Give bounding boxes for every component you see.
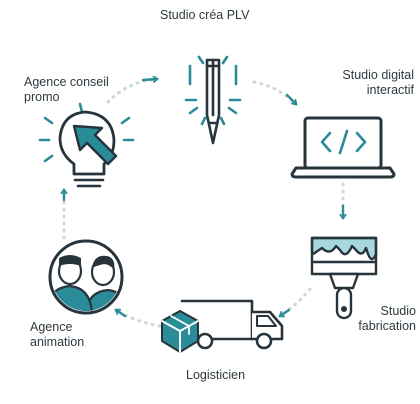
stage-label-creation: Studio créa PLV: [160, 8, 249, 23]
box-icon: [161, 310, 199, 353]
stage-label-digital-line1: Studio digital: [342, 68, 414, 82]
stage-label-conseil-line2: promo: [24, 90, 60, 104]
stage-label-animation-line1: Agence: [30, 320, 73, 334]
delivery-truck-icon: [161, 299, 284, 353]
stage-label-fabrication-line1: Studio: [380, 304, 416, 318]
stage-label-logistique: Logisticien: [186, 368, 245, 383]
arrow-creation-to-digital: [285, 93, 296, 104]
lightbulb-icon: [38, 102, 135, 188]
arrow-fabrication-to-logistique: [280, 308, 291, 316]
arrow-conseil-to-creation: [141, 79, 157, 80]
stage-label-conseil-line1: Agence conseil: [24, 75, 109, 89]
stage-label-animation: Agence animation: [30, 320, 84, 350]
stage-label-animation-line2: animation: [30, 335, 85, 349]
stage-label-logistique-line1: Logisticien: [186, 368, 246, 382]
connector-conseil-to-creation: [106, 78, 154, 104]
cycle-arrowheads: [64, 79, 343, 316]
pencil-icon: [184, 55, 242, 145]
laptop-code-icon: [290, 116, 396, 179]
stage-label-creation-line1: Studio créa PLV: [160, 8, 250, 22]
stage-label-fabrication-line2: fabrication: [358, 319, 416, 333]
arrow-logistique-to-animation: [116, 310, 127, 318]
connector-creation-to-digital: [252, 80, 294, 103]
paint-brush-icon: [310, 236, 378, 320]
connector-logistique-to-animation: [116, 309, 162, 328]
stage-label-conseil: Agence conseil promo: [24, 75, 109, 105]
two-people-icon: [48, 239, 124, 315]
stage-label-digital: Studio digital interactif: [342, 68, 414, 98]
stage-label-digital-line2: interactif: [366, 83, 414, 97]
stage-label-fabrication: Studio fabrication: [358, 304, 416, 334]
connector-fabrication-to-logistique: [280, 287, 312, 316]
